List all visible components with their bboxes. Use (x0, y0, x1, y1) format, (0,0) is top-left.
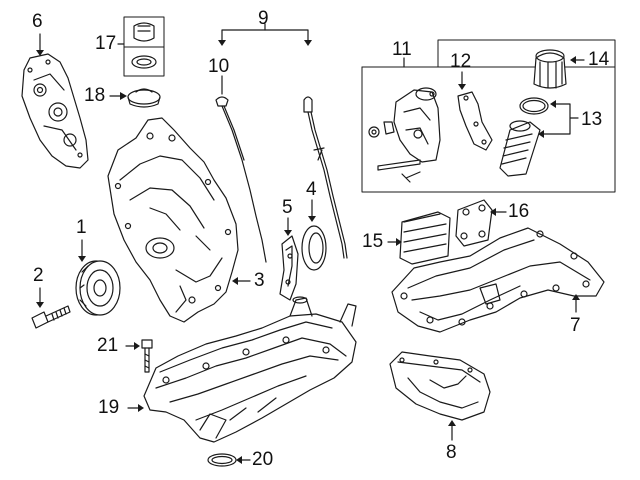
part-18-filler-cap (127, 88, 161, 108)
callout-16: 16 (508, 201, 530, 222)
part-12-gasket (457, 91, 493, 151)
callout-13: 13 (581, 109, 603, 130)
callout-19: 19 (98, 397, 120, 418)
part-16-gasket (455, 199, 493, 247)
callout-6: 6 (32, 11, 43, 32)
callout-1: 1 (76, 217, 87, 238)
callout-18: 18 (84, 85, 106, 106)
part-1-pulley (75, 260, 121, 316)
part-4-seal (301, 225, 327, 271)
part-2-bolt (31, 305, 71, 329)
part-8-lower-oil-pan (389, 351, 491, 421)
part-17-cap (131, 22, 157, 69)
part-5-gasket (279, 235, 299, 301)
part-3-timing-cover (107, 117, 239, 323)
part-21-bolt (141, 339, 153, 373)
part-10-dipstick (215, 96, 267, 263)
callout-9: 9 (258, 8, 269, 29)
part-11-filter-housing (368, 87, 441, 183)
callout-20: 20 (252, 449, 274, 470)
part-15-oil-cooler (399, 211, 451, 265)
part-19-intake-manifold (143, 296, 357, 443)
callout-5: 5 (282, 197, 293, 218)
callout-21: 21 (97, 335, 119, 356)
callout-15: 15 (362, 231, 384, 252)
callout-3: 3 (254, 270, 265, 291)
callout-11: 11 (392, 39, 412, 60)
part-9-dipstick-tube (303, 96, 348, 259)
callout-17: 17 (95, 33, 117, 54)
callout-10: 10 (208, 56, 230, 77)
part-13-filter-element (499, 97, 549, 177)
callout-2: 2 (33, 265, 44, 286)
part-7-upper-oil-pan (391, 227, 605, 333)
callout-7: 7 (570, 315, 581, 336)
part-20-o-ring (207, 453, 237, 467)
part-6-cover-plate (21, 53, 89, 169)
callout-8: 8 (446, 442, 457, 463)
callout-4: 4 (306, 179, 317, 200)
callout-14: 14 (588, 49, 610, 70)
callout-12: 12 (450, 51, 472, 72)
part-14-filter-cap (533, 49, 567, 89)
